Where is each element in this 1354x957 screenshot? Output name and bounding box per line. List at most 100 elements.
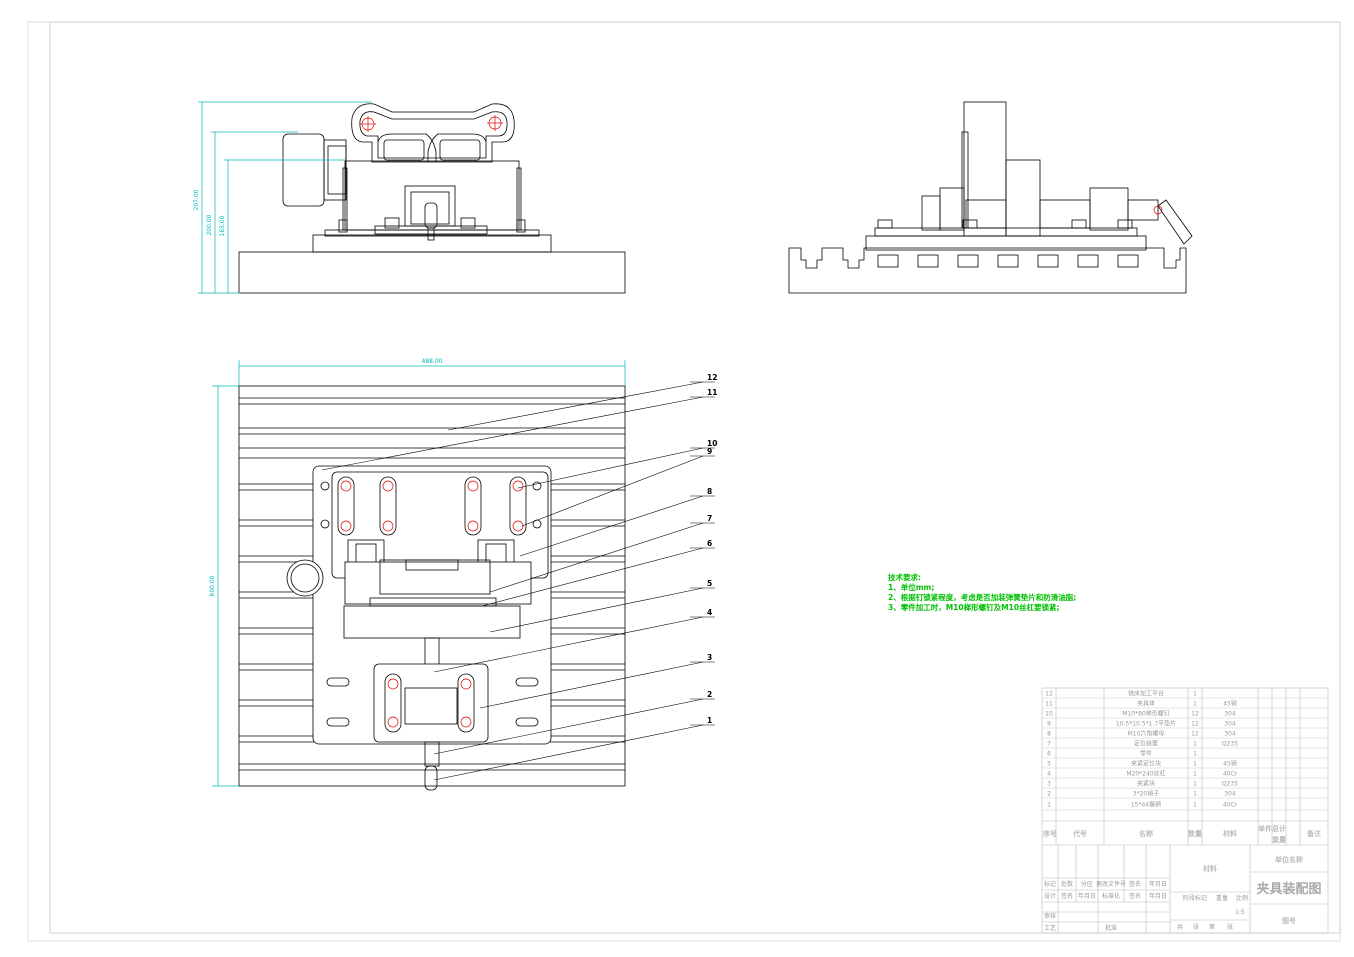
title-cell: 第 xyxy=(1209,923,1215,931)
bom-cell-name: M20*240丝杠 xyxy=(1126,770,1165,778)
title-scale: 1:5 xyxy=(1235,909,1245,916)
title-cell: 批准 xyxy=(1105,924,1117,932)
bom-cell-qty: 1 xyxy=(1193,691,1197,698)
title-stage-row: 阶段标记 重量 比例 xyxy=(1183,894,1248,902)
title-cell: 重量 xyxy=(1216,894,1228,902)
title-company: 单位名称 xyxy=(1275,855,1303,864)
inner-border xyxy=(49,21,1341,934)
bom-header-total: 总计 xyxy=(1272,824,1286,833)
bom-header: 序号 代号 名称 数量 材料 单件 总计 重量 备注 xyxy=(1042,824,1321,844)
bom-cell-qty: 1 xyxy=(1193,751,1197,758)
bom-cell-mat: 40Cr xyxy=(1223,771,1238,778)
title-rev-row: 标记 处数 分区 更改文件号 签名 年月日 xyxy=(1044,880,1167,888)
bom-cell-no: 10 xyxy=(1045,711,1053,718)
bom-cell-no: 7 xyxy=(1047,741,1051,748)
bom-cell-no: 4 xyxy=(1047,771,1051,778)
tech-line: 技术要求: xyxy=(888,572,921,582)
tech-line: 2、根据钉锁紧程度，考虑是否加装弹簧垫片和防滑油脂; xyxy=(888,592,1076,602)
bom-cell-mat: 304 xyxy=(1224,731,1236,738)
front-view-centers xyxy=(360,115,503,132)
dim-front-low: 165.00 xyxy=(219,215,226,236)
bom-header-qty: 数量 xyxy=(1188,829,1202,838)
tech-line: 3、零件加工时，M10梯形螺钉及M10丝杠要锁紧; xyxy=(888,602,1060,612)
bom-cell-qty: 12 xyxy=(1191,731,1199,738)
title-cell: 比例 xyxy=(1236,894,1248,902)
plan-bolt-centers xyxy=(340,480,524,728)
bom-cell-qty: 1 xyxy=(1193,761,1197,768)
title-cell: 工艺 xyxy=(1044,924,1056,932)
bom-cell-name: 夹紧定位块 xyxy=(1131,760,1161,768)
plan-bolt-slots xyxy=(337,476,527,733)
bom-header-no: 序号 xyxy=(1042,829,1057,838)
bom-cell-name: 定位装置 xyxy=(1134,740,1158,748)
part-label-group: 12 11 10 9 8 7 6 5 4 3 2 1 xyxy=(707,373,717,725)
bom-cell-qty: 12 xyxy=(1191,711,1199,718)
bom-cell-qty: 12 xyxy=(1191,721,1199,728)
title-cell: 更改文件号 xyxy=(1096,880,1126,888)
bom-cell-name: 零件 xyxy=(1140,750,1152,758)
title-cell: 阶段标记 xyxy=(1183,894,1207,902)
title-drawing-title: 夹具装配图 xyxy=(1256,881,1321,897)
bom-cell-name: 3*20销子 xyxy=(1133,790,1159,798)
front-dimensions xyxy=(198,101,372,294)
bom-cell-no: 8 xyxy=(1047,731,1051,738)
side-view xyxy=(788,101,1193,294)
title-block-grid xyxy=(1042,845,1328,933)
part-label: 11 xyxy=(707,388,717,397)
title-cell: 张 xyxy=(1193,923,1199,931)
title-process-row: 工艺 批准 xyxy=(1044,924,1117,932)
title-cell: 共 xyxy=(1177,923,1183,931)
bom-cell-qty: 1 xyxy=(1193,791,1197,798)
bom-cell-no: 1 xyxy=(1047,802,1051,809)
bom-cell-mat: 40Cr xyxy=(1223,802,1238,809)
tech-line: 1、单位mm; xyxy=(888,582,934,592)
part-label: 9 xyxy=(707,447,712,456)
bom-cell-mat: 304 xyxy=(1224,711,1236,718)
bom-cell-mat: 304 xyxy=(1224,791,1236,798)
bom-header-unit: 单件 xyxy=(1258,824,1272,833)
bom-cell-qty: 1 xyxy=(1193,741,1197,748)
plan-dimensions xyxy=(212,360,626,787)
bom-cell-qty: 1 xyxy=(1193,802,1197,809)
front-view xyxy=(238,103,626,294)
bom-cell-no: 11 xyxy=(1045,701,1053,708)
side-center-mark xyxy=(1153,205,1163,215)
bom-header-code: 代号 xyxy=(1072,829,1087,838)
bom-cell-name: 夹紧块 xyxy=(1137,780,1155,788)
bom-cell-no: 2 xyxy=(1047,791,1051,798)
title-cell: 审核 xyxy=(1044,912,1056,920)
bom-cell-qty: 1 xyxy=(1193,701,1197,708)
part-label: 5 xyxy=(707,579,712,588)
title-cell: 处数 xyxy=(1061,880,1073,888)
bom-cell-mat: 45钢 xyxy=(1223,760,1237,768)
technical-requirements: 技术要求: 1、单位mm; 2、根据钉锁紧程度，考虑是否加装弹簧垫片和防滑油脂;… xyxy=(888,572,1076,612)
part-label: 7 xyxy=(707,514,712,523)
title-cell: 标记 xyxy=(1044,880,1056,888)
title-cell: 签名 xyxy=(1061,892,1073,900)
leader-lines xyxy=(321,381,715,781)
dim-front-mid: 200.00 xyxy=(206,214,213,235)
part-label: 6 xyxy=(707,539,712,548)
bom-cell-mat: Q235 xyxy=(1222,781,1238,788)
bom-cell-name: M10*80梯形螺钉 xyxy=(1122,710,1169,718)
bom-cell-name: 15*44握柄 xyxy=(1131,801,1161,809)
part-label: 1 xyxy=(707,716,712,725)
bom-cell-name: 铣床加工平台 xyxy=(1128,690,1164,698)
bom-header-mat: 材料 xyxy=(1222,829,1237,838)
title-cell: 年月日 xyxy=(1149,880,1167,888)
bom-cell-qty: 1 xyxy=(1193,781,1197,788)
title-cell: 标准化 xyxy=(1102,892,1120,900)
dim-plan-width: 488.00 xyxy=(422,358,443,365)
bom-cell-no: 6 xyxy=(1047,751,1051,758)
title-cell: 签名 xyxy=(1129,880,1141,888)
bom-header-weight: 重量 xyxy=(1272,835,1286,844)
title-cell: 分区 xyxy=(1081,880,1093,888)
dim-front-total: 207.00 xyxy=(193,189,200,210)
plan-view xyxy=(238,385,626,791)
bom-header-name: 名称 xyxy=(1139,829,1153,838)
part-label: 4 xyxy=(707,608,712,617)
title-cell: 张 xyxy=(1227,923,1233,931)
bom-cell-name: M10六角螺母 xyxy=(1128,730,1165,738)
